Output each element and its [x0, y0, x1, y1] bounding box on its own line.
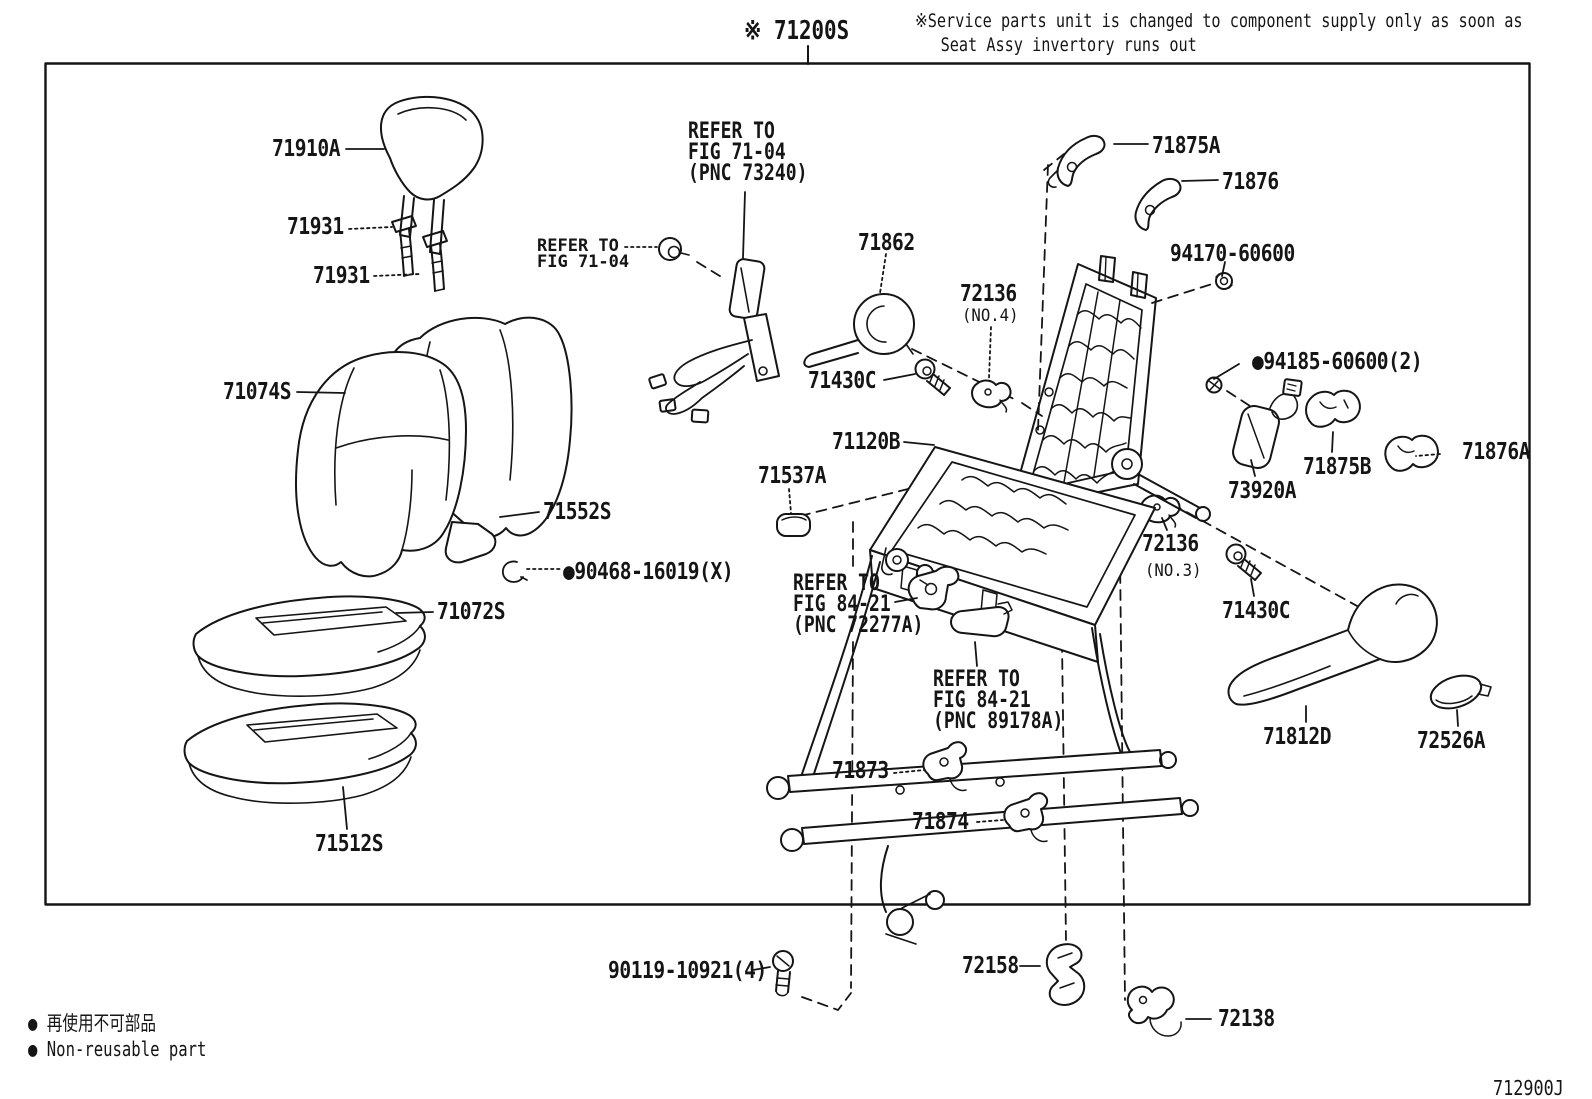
legend-non-reusable: ● 再使用不可部品● Non-reusable part [28, 1010, 206, 1062]
part-label-71430C-right: 71430C [1222, 598, 1291, 624]
part-label-90119-10921: 90119-10921(4) [608, 958, 767, 984]
assembly-callout: ※ 71200S [744, 16, 850, 46]
service-note-line1: ※Service parts unit is changed to compon… [915, 10, 1523, 32]
part-bracket-71874 [1003, 792, 1049, 843]
part-label-72526A: 72526A [1417, 728, 1486, 754]
part-clip-71875B [1305, 389, 1361, 428]
part-label-72136-no3: 72136 [1142, 531, 1199, 557]
part-sensor-89178A [950, 601, 1013, 638]
part-cushion-cover [183, 595, 426, 805]
part-label-71875A: 71875A [1152, 133, 1221, 159]
part-handle-72526A [1429, 674, 1492, 710]
part-bracket-71875A [1047, 134, 1106, 188]
part-label-71875B: 71875B [1303, 454, 1372, 480]
part-label-71874: 71874 [912, 809, 969, 835]
part-label-71876A: 71876A [1462, 439, 1531, 465]
part-label-71873: 71873 [832, 758, 889, 784]
part-label-73920A: 73920A [1228, 478, 1297, 504]
part-label-71552S: 71552S [543, 499, 612, 525]
part-reclining-cover [803, 293, 915, 368]
service-note-line2: Seat Assy invertory runs out [940, 34, 1197, 56]
part-label-refer-7104-small: REFER TO FIG 71-04 [537, 236, 630, 272]
dotted-leader-lines [348, 226, 1441, 823]
part-hog-ring-90468 [501, 560, 528, 583]
part-label-refer-89178A: REFER TO FIG 84-21 (PNC 89178A) [933, 667, 1064, 734]
part-screw-94185 [1205, 376, 1223, 394]
part-label-72136-no4: 72136 [960, 281, 1017, 307]
service-note: ※Service parts unit is changed to compon… [915, 9, 1523, 57]
part-label-71430C-left: 71430C [808, 368, 877, 394]
part-bracket-72158 [1045, 943, 1086, 1006]
part-label-71931-2: 71931 [313, 263, 370, 289]
part-headrest-support-2 [422, 230, 448, 292]
part-label-refer-72277A: REFER TO FIG 84-21 (PNC 72277A) [793, 571, 924, 638]
leader-lines [296, 143, 1459, 1020]
part-seat-adjuster-frame [766, 255, 1211, 945]
part-hook-72136-no4 [971, 379, 1012, 413]
part-label-94170-60600: 94170-60600 [1170, 241, 1295, 267]
part-label-71074S: 71074S [223, 379, 292, 405]
part-label-72136-no3-sub: (NO.3) [1145, 561, 1202, 581]
part-label-72158: 72158 [962, 953, 1019, 979]
part-bracket-71876 [1134, 177, 1182, 231]
part-belt-fastener [658, 237, 690, 261]
part-bracket-71873 [922, 741, 968, 792]
figure-code: 712900J [1493, 1076, 1564, 1099]
part-label-71862: 71862 [858, 230, 915, 256]
part-nut-94170 [1215, 272, 1233, 290]
part-screw-71430C-left [914, 358, 951, 396]
part-label-71072S: 71072S [437, 599, 506, 625]
part-side-shield-71812D [1227, 583, 1438, 706]
part-label-71537A: 71537A [758, 463, 827, 489]
part-clamp-72277A [907, 565, 960, 611]
part-clip-71876A [1384, 434, 1439, 472]
part-seatback-cover [295, 351, 467, 578]
part-headrest-support-1 [391, 215, 417, 277]
legend-jp: ● 再使用不可部品 [28, 1011, 156, 1035]
part-label-71876: 71876 [1222, 169, 1279, 195]
part-label-71512S: 71512S [315, 831, 384, 857]
part-bracket-72138 [1126, 985, 1182, 1037]
part-label-72138: 72138 [1218, 1006, 1275, 1032]
part-label-71812D: 71812D [1263, 724, 1332, 750]
part-label-refer-73240: REFER TO FIG 71-04 (PNC 73240) [688, 119, 808, 186]
part-label-90468-16019X: ●90468-16019(X) [563, 559, 734, 585]
part-label-71910A: 71910A [272, 136, 341, 162]
part-label-94185-60600: ●94185-60600(2) [1252, 349, 1423, 375]
diagram-border [44, 45, 1531, 906]
part-label-71931-1: 71931 [287, 214, 344, 240]
part-bolt-90119 [772, 950, 794, 997]
part-buckle-assembly [648, 258, 780, 424]
alignment-dashes [696, 153, 1369, 1011]
part-cap-71537A [776, 513, 811, 537]
legend-en: ● Non-reusable part [28, 1037, 207, 1061]
part-airbag-73920A [1232, 378, 1303, 469]
part-label-71120B: 71120B [832, 429, 901, 455]
part-label-72136-no4-sub: (NO.4) [962, 306, 1019, 326]
